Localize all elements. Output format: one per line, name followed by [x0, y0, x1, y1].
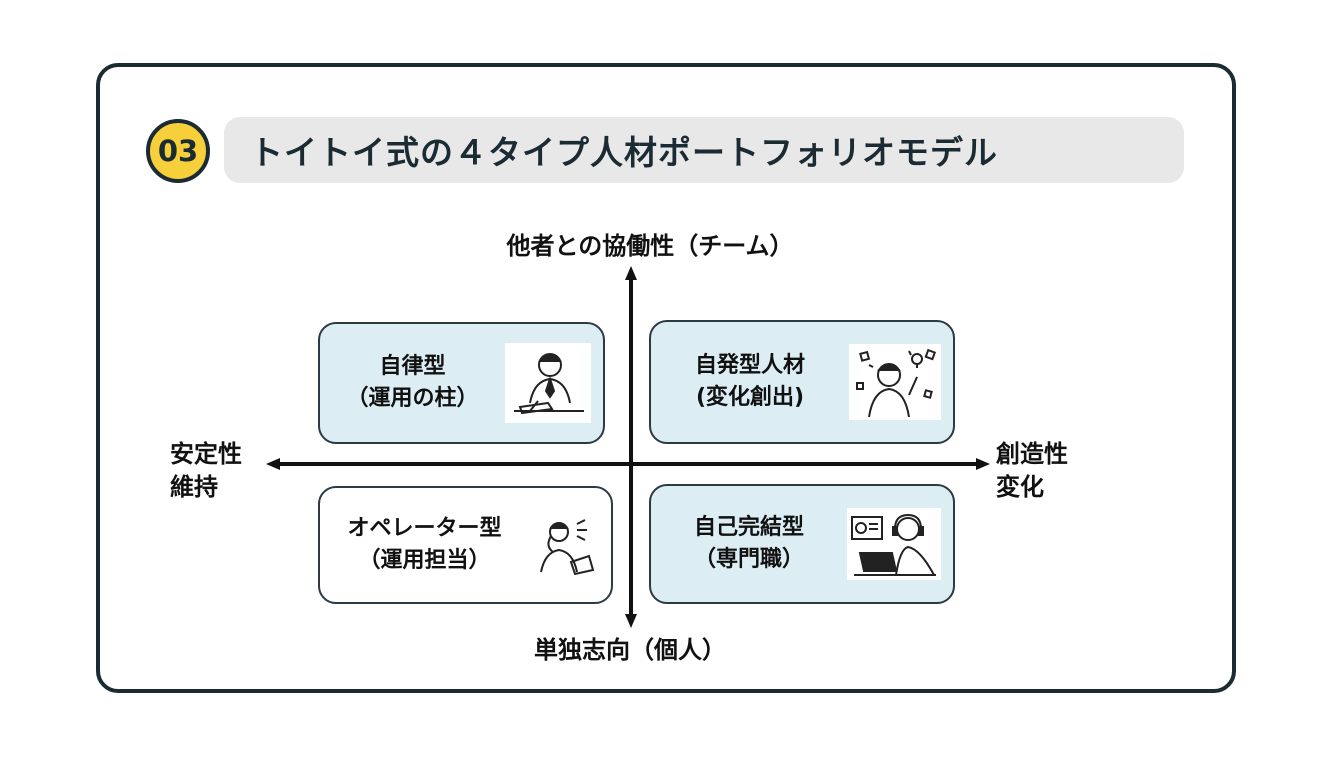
axis-label-bottom: 単独志向（個人）	[534, 636, 726, 664]
quadrant-title: 自発型人材	[694, 353, 805, 378]
phone-operator-icon	[529, 510, 599, 580]
section-number-badge: 03	[146, 119, 210, 183]
axis-label-left-line1: 安定性	[170, 440, 242, 468]
axis-label-right-line2: 変化	[996, 473, 1044, 501]
quadrant-top-left: 自律型 （運用の柱）	[318, 322, 605, 444]
arrow-right	[976, 458, 990, 470]
arrow-left	[266, 458, 280, 470]
quadrant-subtitle: (変化創出)	[695, 385, 805, 410]
quadrant-subtitle: （運用の柱）	[346, 386, 479, 411]
quadrant-title: 自律型	[379, 354, 446, 379]
quadrant-top-right: 自発型人材 (変化創出)	[649, 320, 955, 444]
idea-man-icon	[849, 344, 941, 420]
axis-label-left: 安定性 維持	[170, 438, 242, 504]
axis-label-top: 他者との協働性（チーム）	[506, 232, 794, 260]
axis-label-right-line1: 創造性	[996, 440, 1068, 468]
axis-label-right: 創造性 変化	[996, 438, 1068, 504]
arrow-up	[625, 266, 637, 280]
headset-laptop-worker-icon	[847, 508, 941, 580]
title-bar: トイトイ式の４タイプ人材ポートフォリオモデル	[224, 117, 1184, 183]
axis-label-left-line2: 維持	[170, 473, 218, 501]
quadrant-bottom-left: オペレーター型 （運用担当）	[318, 486, 613, 604]
diagram-title: トイトイ式の４タイプ人材ポートフォリオモデル	[250, 133, 998, 172]
quadrant-subtitle: （運用担当）	[358, 548, 491, 573]
quadrant-title: 自己完結型	[693, 515, 804, 540]
quadrant-bottom-right: 自己完結型 （専門職）	[649, 484, 955, 604]
quadrant-subtitle: （専門職）	[693, 547, 804, 572]
arrow-down	[625, 614, 637, 628]
businessman-writing-icon	[505, 343, 591, 423]
quadrant-title: オペレーター型	[347, 516, 502, 541]
